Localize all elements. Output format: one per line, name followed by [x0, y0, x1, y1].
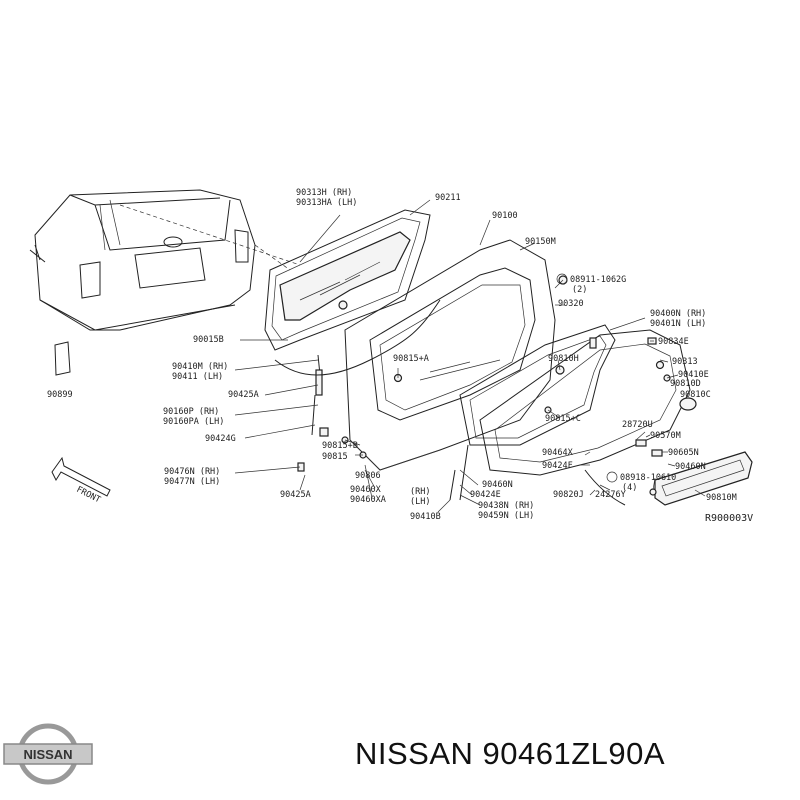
label-90820j: 90820J	[553, 490, 584, 500]
label-90313ha: 90313HA (LH)	[296, 198, 357, 208]
label-90015b: 90015B	[193, 335, 224, 345]
label-90476n: 90476N (RH)	[164, 467, 220, 477]
label-90160p: 90160P (RH)	[163, 407, 219, 417]
label-qty-2: (2)	[572, 285, 587, 295]
label-90815a: 90815+A	[393, 354, 429, 364]
label-90570m: 90570M	[650, 431, 681, 441]
label-28720u: 28720U	[622, 420, 653, 430]
n-symbol-icon	[556, 273, 568, 285]
label-90899: 90899	[47, 390, 73, 400]
label-24276y: 24276Y	[595, 490, 626, 500]
label-90313h: 90313H (RH)	[296, 188, 352, 198]
n-symbol-icon-2	[606, 471, 618, 483]
trim-panel-part	[279, 231, 411, 321]
label-08911-1062g: 08911-1062G	[570, 275, 626, 285]
label-qty-4: (4)	[622, 483, 637, 493]
label-90460xa: 90460XA	[350, 495, 386, 505]
label-90425a-top: 90425A	[228, 390, 259, 400]
label-90810m: 90810M	[706, 493, 737, 503]
front-arrow-icon	[51, 456, 111, 497]
part-number-caption: NISSAN 90461ZL90A	[355, 736, 666, 771]
label-90160pa: 90160PA (LH)	[163, 417, 224, 427]
label-90459n: 90459N (LH)	[478, 511, 534, 521]
back-window-glass-part	[459, 324, 616, 446]
label-90810d: 90810D	[670, 379, 701, 389]
label-rh: (RH)	[410, 487, 430, 497]
label-90410e: 90410E	[678, 370, 709, 380]
label-90460n-right: 90460N	[675, 462, 706, 472]
nissan-logo-text: NISSAN	[23, 747, 72, 762]
outer-panel-part	[479, 329, 691, 476]
label-90834e: 90834E	[658, 337, 689, 347]
label-90424f: 90424F	[542, 461, 573, 471]
label-90460n-bottom: 90460N	[482, 480, 513, 490]
part-labels: 90313H (RH) 90313HA (LH) 90211 90100 901…	[47, 188, 753, 524]
label-90806: 90806	[355, 471, 381, 481]
label-90425a-bottom: 90425A	[280, 490, 311, 500]
label-90810c: 90810C	[680, 390, 711, 400]
label-90211: 90211	[435, 193, 461, 203]
label-90150m: 90150M	[525, 237, 556, 247]
label-90400n: 90400N (RH)	[650, 309, 706, 319]
nissan-logo-icon: NISSAN	[3, 723, 93, 785]
label-front: FRONT	[75, 485, 102, 506]
label-90401n: 90401N (LH)	[650, 319, 706, 329]
label-90810h: 90810H	[548, 354, 579, 364]
label-90815c: 90815+C	[545, 414, 581, 424]
label-90411: 90411 (LH)	[172, 372, 223, 382]
label-90410b: 90410B	[410, 512, 441, 522]
weatherstrip-part	[264, 209, 431, 351]
mud-flap-part	[54, 341, 71, 376]
label-90424e: 90424E	[470, 490, 501, 500]
leader-lines	[234, 199, 706, 513]
label-90320: 90320	[558, 299, 584, 309]
label-diagram-code: R900003V	[705, 513, 753, 524]
label-90815b: 90815+B	[322, 441, 358, 451]
label-90313: 90313	[672, 357, 698, 367]
label-90815: 90815	[322, 452, 348, 462]
label-90100: 90100	[492, 211, 518, 221]
label-90477n: 90477N (LH)	[164, 477, 220, 487]
label-08918-10610: 08918-10610	[620, 473, 676, 483]
label-90464x: 90464X	[542, 448, 574, 458]
label-90460x: 90460X	[350, 485, 382, 495]
label-90410m: 90410M (RH)	[172, 362, 228, 372]
label-lh: (LH)	[410, 497, 430, 507]
vehicle-rear-illustration	[29, 189, 256, 376]
label-90424g: 90424G	[205, 434, 236, 444]
label-90605n: 90605N	[668, 448, 699, 458]
label-90438n: 90438N (RH)	[478, 501, 534, 511]
